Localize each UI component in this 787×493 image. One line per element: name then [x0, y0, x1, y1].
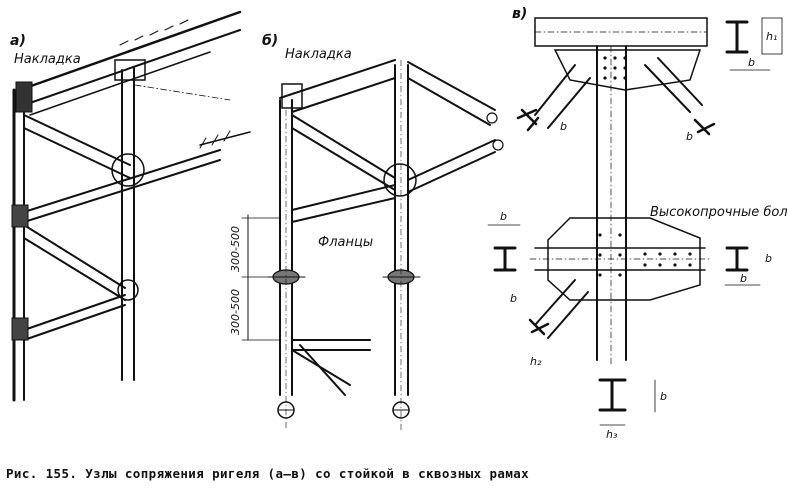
panel-c-dim-h2: h₂	[530, 355, 542, 368]
panel-c-dim-b: b	[500, 210, 507, 223]
panel-b-dim-lower: 300-500	[229, 289, 242, 335]
panel-a-drawing	[11, 10, 251, 402]
panel-c-dim-b: b	[765, 252, 772, 265]
panel-b-flanges-label: Фланцы	[318, 235, 373, 250]
panel-c-dim-b: b	[748, 56, 755, 69]
figure-caption: Рис. 155. Узлы сопряжения ригеля (а—в) с…	[6, 466, 530, 481]
panel-c-dim-h1: h₁	[766, 30, 777, 43]
panel-b-letter: б)	[262, 33, 278, 49]
panel-c-dim-b: b	[686, 130, 693, 143]
panel-c-dim-b: b	[740, 272, 747, 285]
panel-a-overlay-label: Накладка	[14, 52, 81, 67]
panel-c-dim-b: b	[510, 292, 517, 305]
panel-b-overlay-label: Накладка	[285, 47, 352, 62]
panel-c-letter: в)	[512, 6, 527, 22]
panel-c-dim-h3: h₃	[606, 428, 618, 441]
panel-c-dim-b: b	[560, 120, 567, 133]
panel-b-dim-upper: 300-500	[229, 226, 242, 272]
panel-b-drawing	[241, 59, 504, 431]
panel-c-bolts-label: Высокопрочные болты	[650, 205, 787, 220]
panel-c-drawing	[487, 17, 783, 426]
panel-c-bolts-label-text: Высокопрочные болты	[650, 205, 787, 220]
panel-a-letter: а)	[10, 33, 26, 49]
panel-c-dim-b: b	[660, 390, 667, 403]
